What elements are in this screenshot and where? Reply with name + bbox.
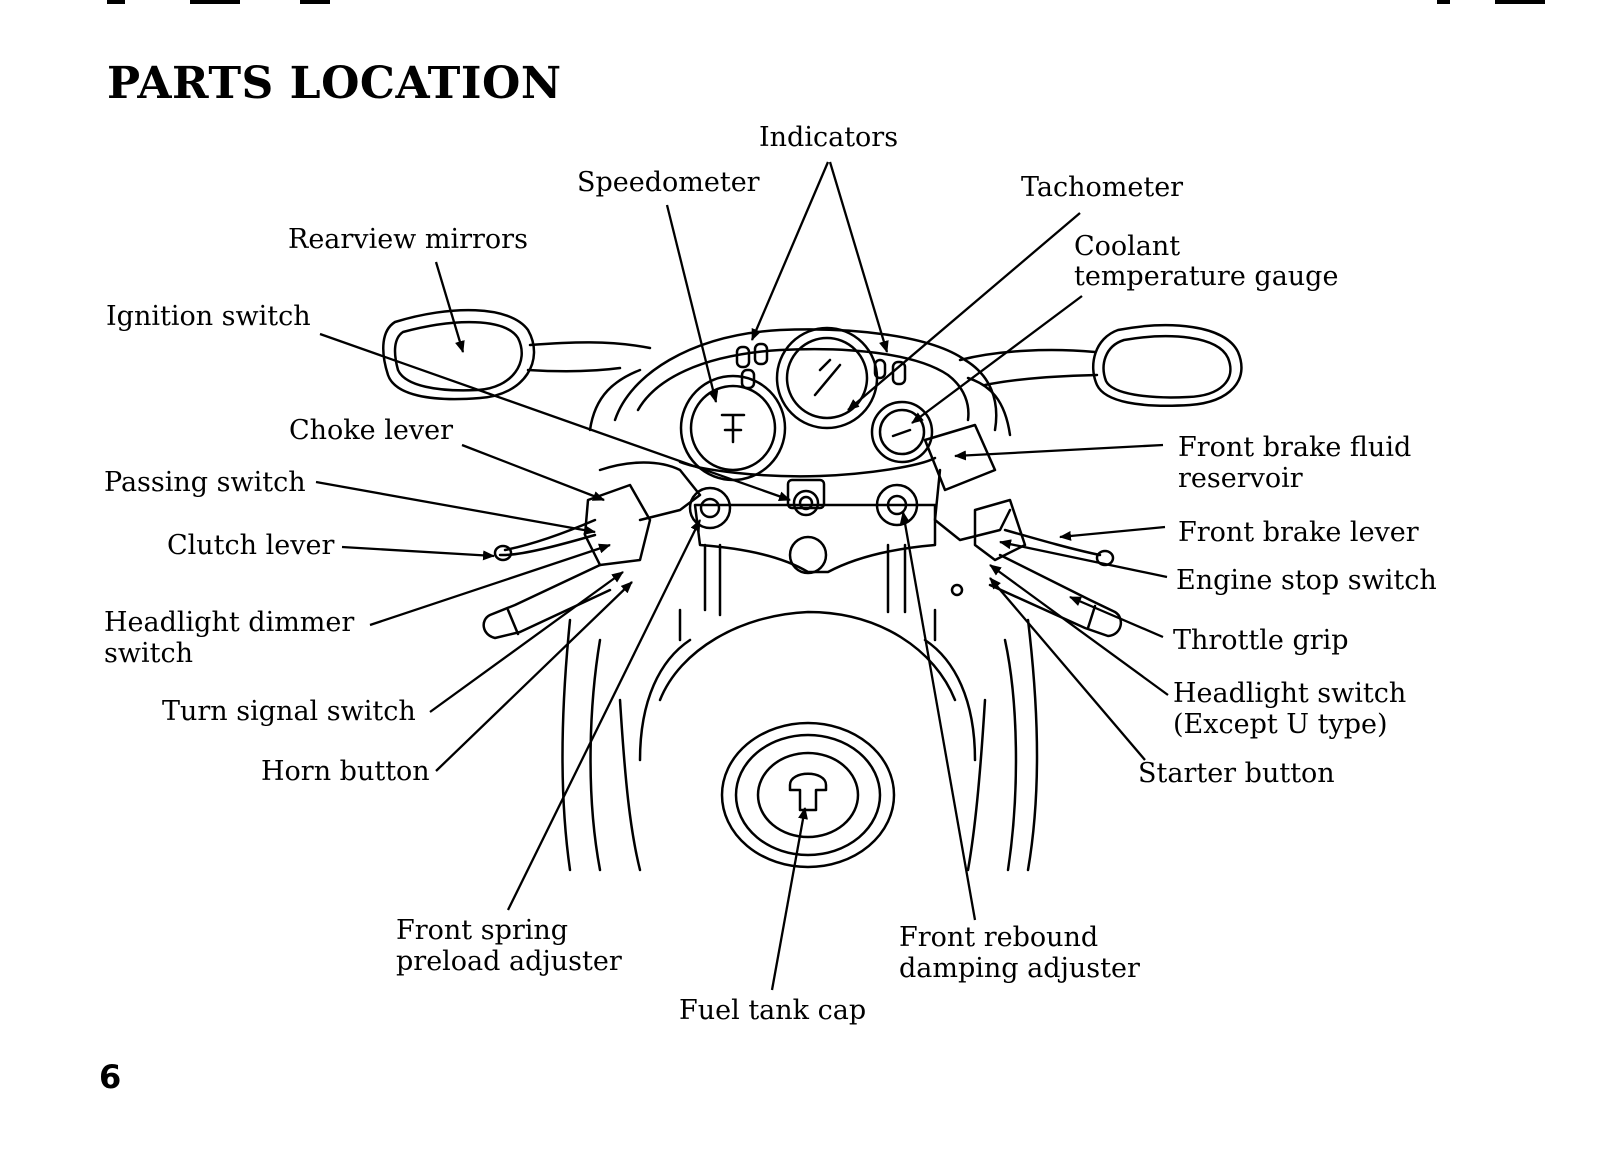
fork-tops <box>688 483 919 617</box>
label-front-brake-fluid-line1: Front brake fluid <box>1178 432 1412 463</box>
page-title: PARTS LOCATION <box>107 58 562 109</box>
coolant-gauge <box>870 400 934 464</box>
tachometer-gauge <box>775 326 879 430</box>
left-handlebar <box>482 461 702 640</box>
label-rearview-mirrors: Rearview mirrors <box>288 224 528 255</box>
fuel-tank <box>561 608 1039 872</box>
label-choke-lever: Choke lever <box>289 415 453 446</box>
fuel-tank-cap <box>720 721 896 869</box>
label-headlight-switch-line2: (Except U type) <box>1173 709 1388 740</box>
label-front-brake-fluid-line2: reservoir <box>1178 463 1303 494</box>
label-indicators: Indicators <box>759 122 899 153</box>
right-mirror <box>958 324 1243 407</box>
page-number: 6 <box>99 1058 122 1096</box>
label-coolant-line1: Coolant <box>1074 231 1181 262</box>
label-front-spring-line1: Front spring <box>396 915 569 946</box>
label-front-rebound-line2: damping adjuster <box>899 953 1140 984</box>
label-headlight-switch-line1: Headlight switch <box>1173 678 1407 709</box>
label-front-brake-lever: Front brake lever <box>1178 517 1419 548</box>
label-passing-switch: Passing switch <box>104 467 306 498</box>
label-fuel-tank-cap: Fuel tank cap <box>679 995 867 1026</box>
label-headlight-dimmer-line2: switch <box>104 638 193 669</box>
label-starter-button: Starter button <box>1138 758 1335 789</box>
leader-lines <box>315 161 1169 991</box>
label-coolant-line2: temperature gauge <box>1074 261 1339 292</box>
right-handlebar <box>923 423 1123 638</box>
speedometer-gauge <box>679 374 787 482</box>
indicator-lights <box>735 342 907 390</box>
label-front-rebound-line1: Front rebound <box>899 922 1099 953</box>
left-mirror <box>382 308 652 401</box>
label-engine-stop-switch: Engine stop switch <box>1176 565 1437 596</box>
label-front-spring-line2: preload adjuster <box>396 946 622 977</box>
label-speedometer: Speedometer <box>577 167 760 198</box>
label-headlight-dimmer-line1: Headlight dimmer <box>104 607 355 638</box>
top-bridge <box>693 478 937 575</box>
label-throttle-grip: Throttle grip <box>1173 625 1349 656</box>
instrument-housing <box>678 456 937 478</box>
label-turn-signal-switch: Turn signal switch <box>162 696 416 727</box>
label-tachometer: Tachometer <box>1021 172 1184 203</box>
label-horn-button: Horn button <box>261 756 430 787</box>
label-clutch-lever: Clutch lever <box>167 530 335 561</box>
label-ignition-switch: Ignition switch <box>106 301 311 332</box>
